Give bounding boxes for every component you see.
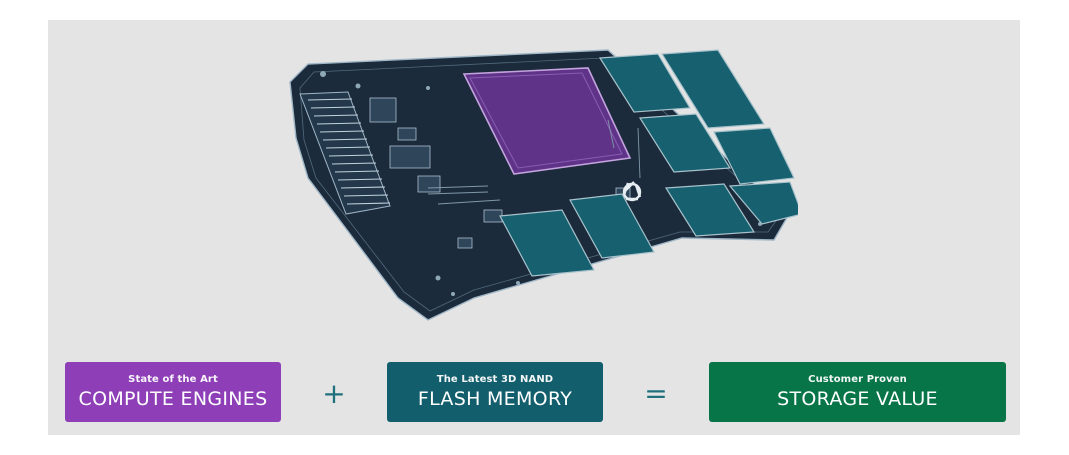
- nand-module: [638, 113, 732, 173]
- compute-title: COMPUTE ENGINES: [78, 388, 268, 410]
- nand-module: [664, 183, 756, 237]
- storage-title: STORAGE VALUE: [777, 388, 938, 410]
- ssd-circuit-board-icon: [289, 49, 803, 321]
- compute-engines-card[interactable]: State of the Art COMPUTE ENGINES: [65, 362, 281, 422]
- flash-title: FLASH MEMORY: [417, 388, 573, 410]
- plus-icon: +: [322, 377, 346, 410]
- compute-chip: [462, 67, 632, 175]
- nand-module: [598, 53, 692, 113]
- equals-icon: =: [644, 377, 668, 410]
- flash-kicker: The Latest 3D NAND: [436, 374, 554, 385]
- nand-module: [569, 193, 655, 259]
- nand-module: [660, 49, 766, 129]
- aperture-logo-icon: [622, 181, 642, 202]
- nand-module: [713, 127, 795, 185]
- storage-value-card[interactable]: Customer Proven STORAGE VALUE: [709, 362, 1006, 422]
- ssd-illustration: [278, 28, 803, 338]
- nand-module: [499, 209, 595, 277]
- hero-panel: State of the Art COMPUTE ENGINES + The L…: [48, 20, 1020, 435]
- edge-connector: [299, 91, 391, 215]
- storage-kicker: Customer Proven: [808, 374, 907, 385]
- flash-memory-card[interactable]: The Latest 3D NAND FLASH MEMORY: [387, 362, 603, 422]
- compute-kicker: State of the Art: [128, 374, 218, 385]
